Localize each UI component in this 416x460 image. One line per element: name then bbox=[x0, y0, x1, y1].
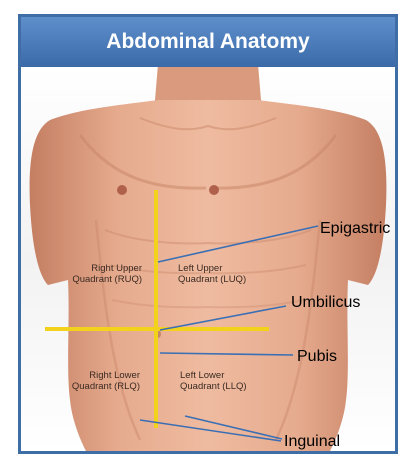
quadrant-label-llq-line2: Quadrant (LLQ) bbox=[180, 381, 247, 392]
quadrant-label-luq-line1: Left Upper bbox=[178, 263, 222, 274]
callout-epigastric: Epigastric bbox=[320, 220, 390, 237]
quadrant-label-rlq-line1: Right Lower bbox=[89, 370, 140, 381]
quadrant-label-ruq-line2: Quadrant (RUQ) bbox=[72, 274, 142, 285]
torso-illustration bbox=[21, 64, 395, 455]
quadrant-label-llq-line1: Left Lower bbox=[180, 370, 224, 381]
quadrant-label-rlq-line2: Quadrant (RLQ) bbox=[72, 381, 140, 392]
quadrant-label-luq-line2: Quadrant (LUQ) bbox=[178, 274, 246, 285]
quadrant-label-ruq-line1: Right Upper bbox=[91, 263, 142, 274]
horizontal-umbilical-line bbox=[45, 327, 269, 331]
callout-inguinal: Inguinal bbox=[284, 433, 340, 450]
vertical-midline bbox=[154, 190, 158, 428]
callout-umbilicus: Umbilicus bbox=[291, 294, 360, 311]
callout-pubis: Pubis bbox=[297, 348, 337, 365]
